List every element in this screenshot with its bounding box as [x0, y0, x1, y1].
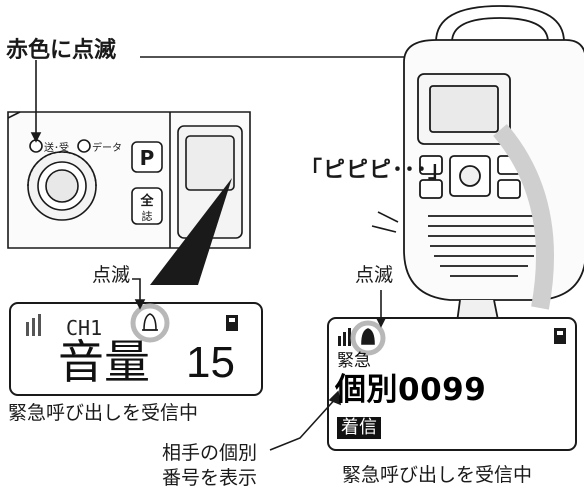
highlight-ring: [130, 303, 170, 343]
right-caption: 緊急呼び出しを受信中: [342, 464, 533, 486]
right-leaders: [269, 290, 387, 451]
tx-rx-led-label: 送･受: [44, 141, 69, 154]
p-button: [131, 141, 163, 173]
p-button-label: P: [140, 146, 155, 170]
left-caption: 緊急呼び出しを受信中: [8, 402, 199, 424]
blink-label-right: 点滅: [355, 264, 394, 286]
beep-burst: [371, 211, 399, 233]
all-button-label-bottom: 誌: [142, 209, 153, 223]
individual-number: 個別0099: [335, 372, 487, 408]
battery-icon: [554, 328, 566, 344]
partner-number-note: 相手の個別 番号を表示: [162, 441, 257, 491]
left-lcd: [9, 302, 263, 396]
channel-label: CH1: [66, 316, 103, 340]
volume-value: 15: [186, 338, 235, 387]
data-led-label: データ: [92, 141, 122, 154]
right-lcd: [327, 317, 577, 451]
battery-icon: [226, 315, 238, 331]
all-button-label-top: 全: [139, 193, 154, 209]
bell-icon: [361, 328, 375, 345]
volume-label: 音量: [58, 335, 150, 389]
signal-icon: [26, 314, 41, 336]
sound-wave-swoosh: [493, 124, 554, 310]
partner-note-line1: 相手の個別: [162, 442, 258, 464]
red-blink-callout: 赤色に点滅: [6, 38, 117, 63]
data-led-icon: [77, 139, 91, 153]
incoming-badge: 着信: [337, 417, 381, 439]
bell-icon: [142, 313, 158, 331]
highlight-ring: [350, 320, 386, 356]
left-pointer-wedge: [150, 178, 232, 285]
mobile-radio-body: [7, 111, 251, 249]
emergency-label: 緊急: [337, 351, 371, 371]
blink-label-left: 点滅: [92, 264, 131, 286]
beep-callout: 「ピピピ･･･」: [300, 158, 452, 183]
left-leaders: [30, 51, 421, 310]
volume-knob-icon: [27, 151, 97, 221]
signal-icon: [338, 328, 351, 346]
all-button: [131, 187, 163, 225]
partner-note-line2: 番号を表示: [162, 467, 258, 489]
